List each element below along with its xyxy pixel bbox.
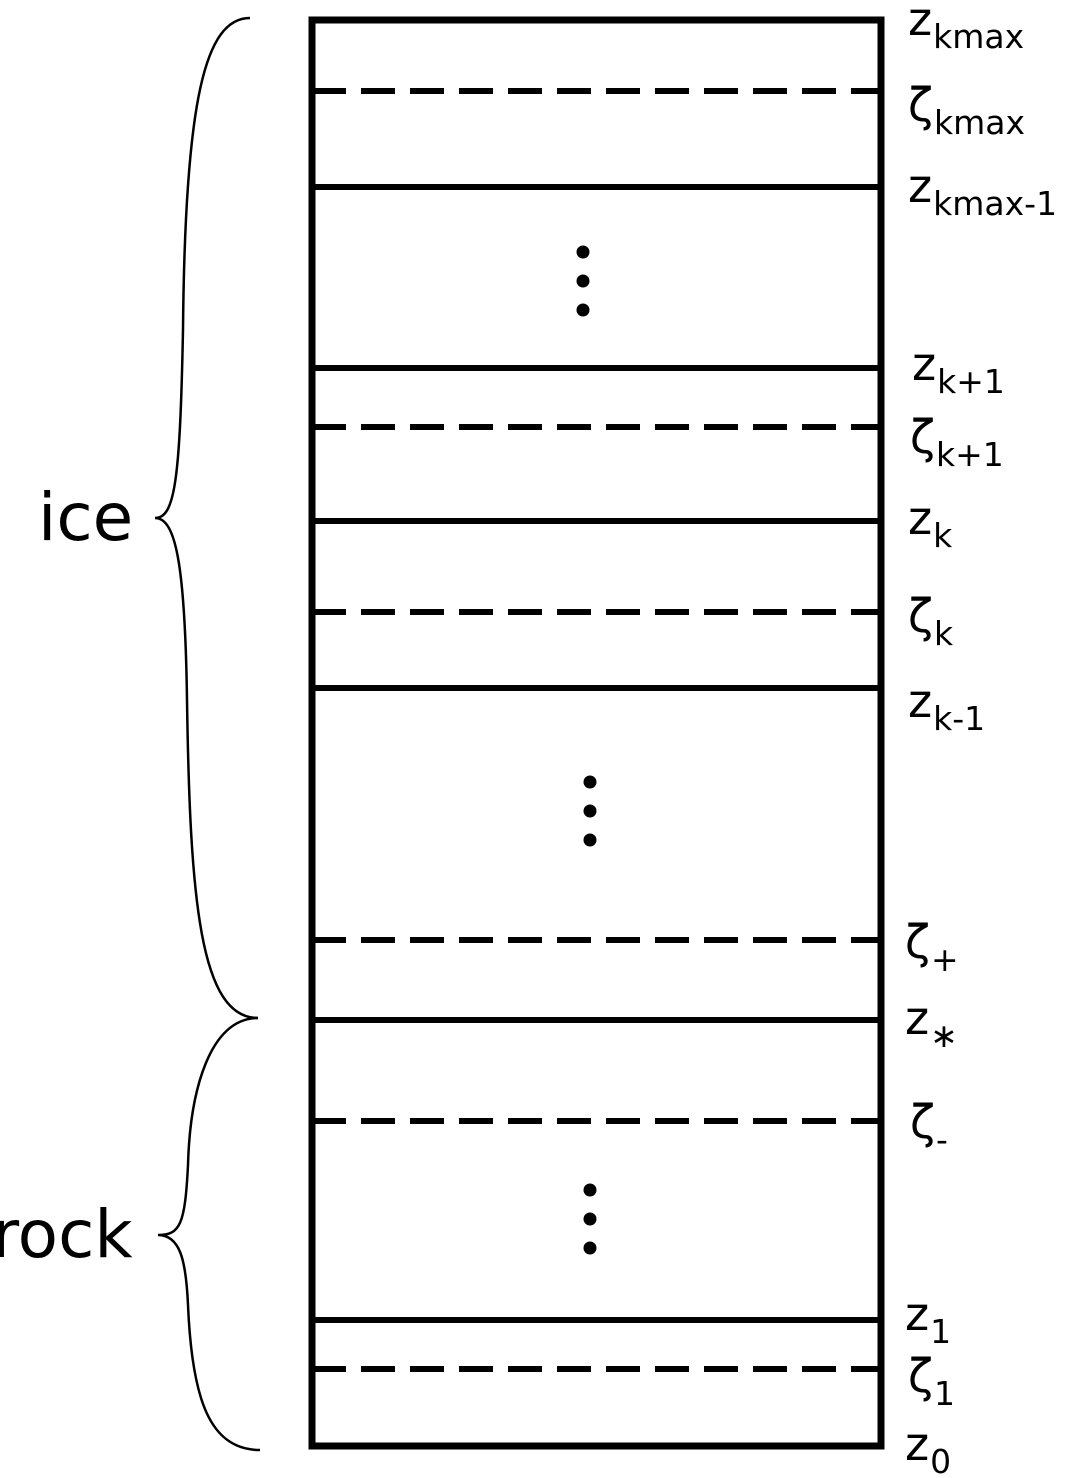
level-label-z-k+1: zk+1	[912, 337, 1005, 401]
ellipses	[576, 245, 597, 1255]
vertical-ellipsis-middle	[583, 775, 597, 847]
level-label-zeta-k: ζk	[908, 589, 954, 653]
ellipsis-dot	[583, 804, 597, 818]
ellipsis-dot	[583, 833, 597, 847]
ellipsis-dot	[583, 1212, 597, 1226]
vertical-ellipsis-lower	[583, 1183, 597, 1255]
ice-label: ice	[38, 479, 133, 556]
level-label-zeta-1: ζ1	[908, 1349, 955, 1413]
ellipsis-dot	[583, 1183, 597, 1197]
ellipsis-dot	[576, 303, 590, 317]
level-label-zeta-minus: ζ-	[910, 1095, 948, 1159]
level-label-z-0: z0	[905, 1417, 951, 1478]
level-label-z-k: zk	[908, 491, 953, 555]
level-label-zeta-k+1: ζk+1	[910, 410, 1004, 474]
level-labels: zkmax ζkmax zkmax-1 zk+1 ζk+1 zk ζk zk-1 ζ+ z∗ ζ-z…	[905, 0, 1057, 1478]
ice-brace	[154, 16, 259, 1020]
ellipsis-dot	[576, 274, 590, 288]
ellipsis-dot	[583, 775, 597, 789]
level-label-z-1: z1	[905, 1287, 951, 1351]
ellipsis-dot	[583, 1241, 597, 1255]
level-label-zeta-plus: ζ+	[905, 915, 959, 979]
ellipsis-dot	[576, 245, 590, 259]
level-label-zeta-kmax: ζkmax	[908, 78, 1025, 142]
level-label-z-star: z∗	[905, 991, 958, 1055]
column-box	[308, 16, 885, 1450]
level-label-z-kmax: zkmax	[908, 0, 1024, 56]
level-lines	[312, 88, 881, 1372]
rock-label: rock	[0, 1196, 133, 1273]
rock-brace	[157, 1016, 261, 1452]
level-label-z-k-1: zk-1	[908, 674, 985, 738]
level-label-z-kmax-1: zkmax-1	[908, 159, 1057, 223]
vertical-ellipsis-upper	[576, 245, 590, 317]
